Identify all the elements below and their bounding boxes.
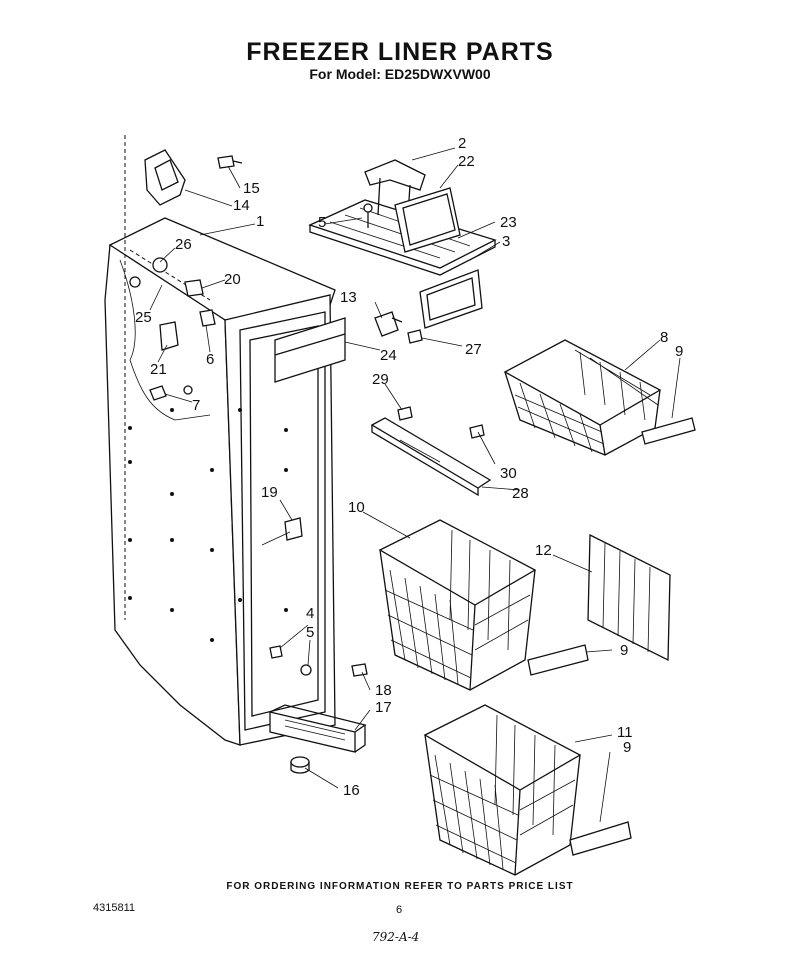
part-14-bracket [144, 149, 186, 206]
callout-9-upper: 9 [675, 343, 683, 360]
document-number: 4315811 [93, 902, 136, 914]
part-21-switch [159, 321, 179, 351]
part-15-screw [217, 155, 243, 169]
callout-5-top: 5 [318, 214, 326, 231]
callout-18: 18 [375, 682, 392, 699]
callout-9-middle: 9 [620, 642, 628, 659]
part-29-screw [397, 406, 413, 421]
part-18-screw [351, 663, 368, 677]
part-9-trim-lower [569, 821, 632, 856]
callout-26: 26 [175, 236, 192, 253]
callout-12: 12 [535, 542, 552, 559]
page-title: FREEZER LINER PARTS [246, 38, 554, 66]
callout-28: 28 [512, 485, 529, 502]
part-4-5-screws [269, 645, 312, 676]
callout-11: 11 [617, 724, 633, 741]
ordering-note: FOR ORDERING INFORMATION REFER TO PARTS … [226, 881, 574, 892]
callout-13: 13 [340, 289, 357, 306]
callout-10: 10 [348, 499, 365, 516]
part-16-foot [290, 756, 310, 774]
handwritten-note: 792-A-4 [372, 930, 420, 944]
callout-22: 22 [458, 153, 475, 170]
freezer-liner [104, 135, 336, 746]
part-17-grille [269, 704, 367, 753]
callout-15: 15 [243, 180, 260, 197]
part-6-clip [199, 309, 216, 327]
callout-7: 7 [192, 397, 200, 414]
part-20-light-socket [184, 279, 204, 297]
callout-17: 17 [375, 699, 392, 716]
callout-29: 29 [372, 371, 389, 388]
liner-rivet-holes [128, 408, 288, 642]
callout-labels: 1 2 3 4 5 5 6 7 8 9 9 9 10 11 12 13 14 1… [135, 135, 683, 799]
part-22-panel [394, 187, 461, 253]
callout-4: 4 [306, 605, 314, 622]
callout-1: 1 [256, 213, 264, 230]
callout-23: 23 [500, 214, 517, 231]
callout-19: 19 [261, 484, 278, 501]
callout-25: 25 [135, 309, 152, 326]
callout-9-lower: 9 [623, 739, 631, 756]
part-9-trim-upper [641, 417, 696, 445]
part-9-trim-middle [527, 644, 589, 676]
part-24-cover [274, 317, 346, 383]
part-8-basket [503, 339, 662, 456]
callout-30: 30 [500, 465, 517, 482]
part-19-damper [284, 517, 303, 541]
part-10-basket [378, 519, 537, 691]
callout-3: 3 [502, 233, 510, 250]
part-3-door [419, 269, 483, 329]
part-13-switch [374, 311, 403, 337]
part-27-pin [407, 329, 423, 344]
callout-8: 8 [660, 329, 668, 346]
part-11-basket [423, 704, 582, 876]
part-28-rail [370, 417, 492, 497]
part-5-screw-top [363, 203, 373, 228]
callout-27: 27 [465, 341, 482, 358]
callout-16: 16 [343, 782, 360, 799]
callout-5-bottom: 5 [306, 624, 314, 641]
callout-20: 20 [224, 271, 241, 288]
leader-lines [149, 147, 681, 823]
part-12-divider [587, 533, 671, 662]
model-subtitle: For Model: ED25DWXVW00 [309, 66, 491, 82]
page-number: 6 [396, 904, 403, 916]
callout-6: 6 [206, 351, 214, 368]
part-30-screw [469, 424, 485, 439]
callout-21: 21 [150, 361, 167, 378]
part-7-clip [149, 385, 193, 401]
part-26-thermostat [129, 257, 168, 288]
callout-2: 2 [458, 135, 466, 152]
callout-14: 14 [233, 197, 250, 214]
callout-24: 24 [380, 347, 397, 364]
